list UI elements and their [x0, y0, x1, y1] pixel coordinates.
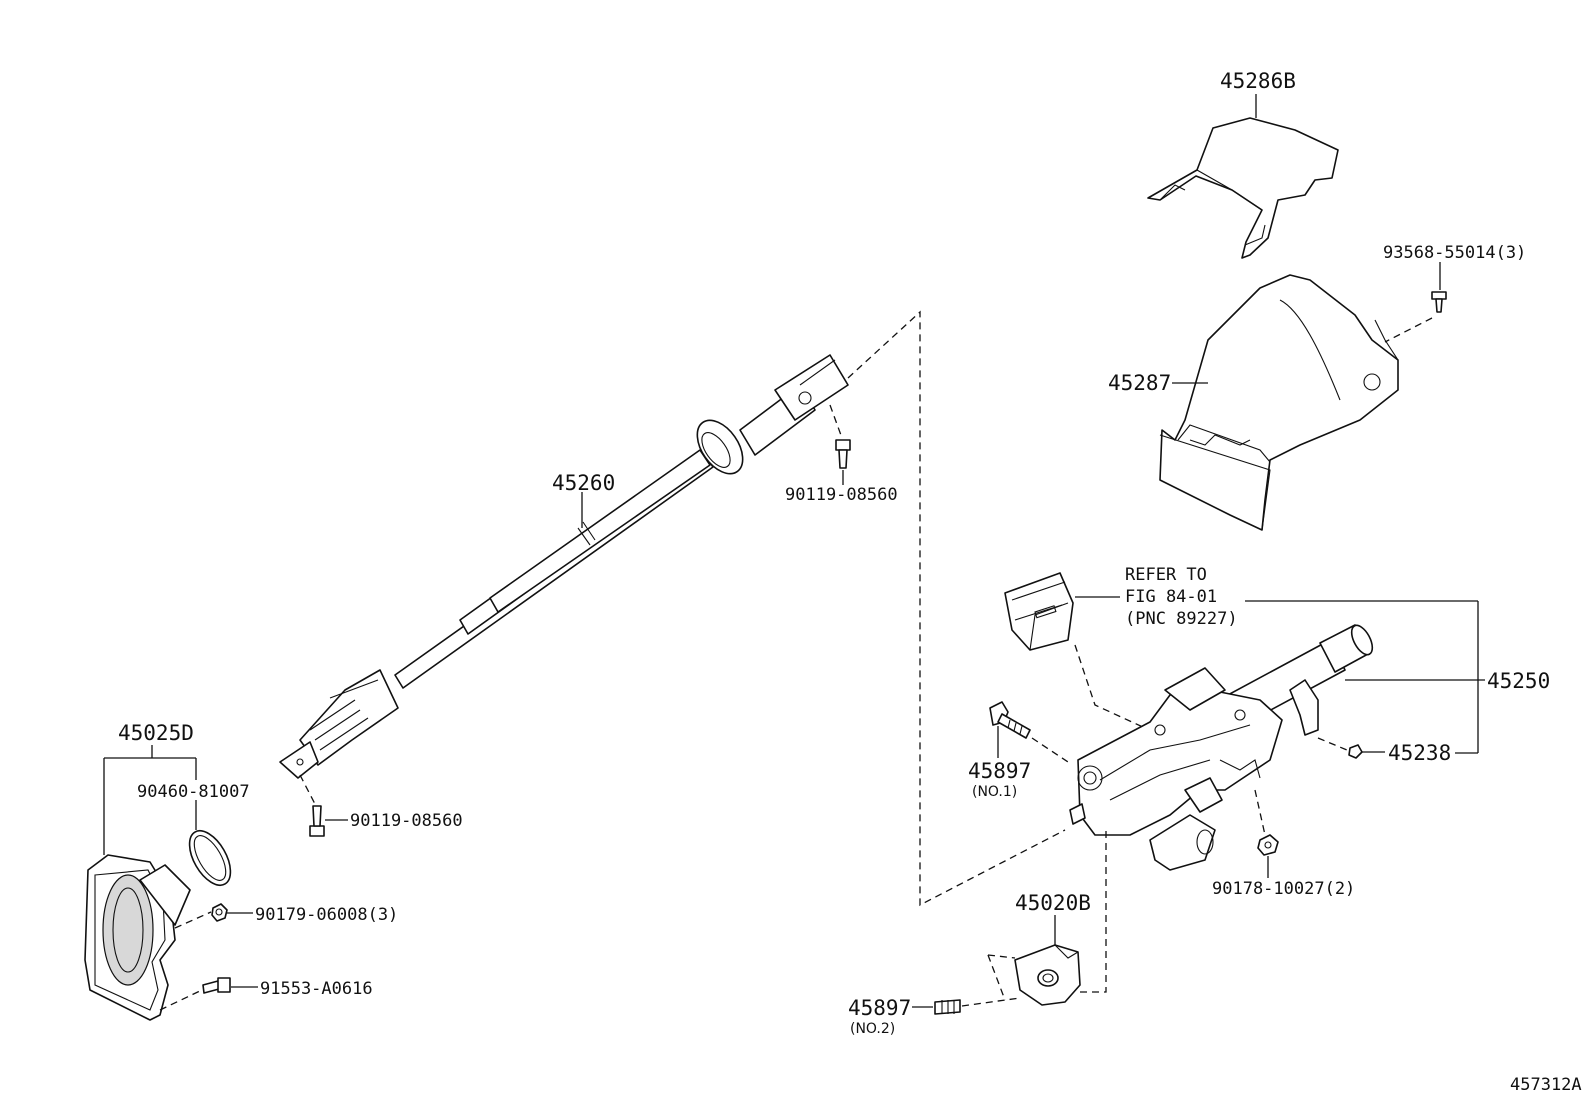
label-45260: 45260 [552, 471, 615, 495]
bolt-45897-no1[interactable] [989, 701, 1031, 739]
label-90179-06008: 90179-06008(3) [255, 905, 398, 925]
combination-switch-module[interactable] [1004, 572, 1074, 651]
label-45897-no2: 45897 [848, 996, 911, 1020]
label-90460-81007: 90460-81007 [137, 782, 250, 802]
label-45897-no1-sub: (NO.1) [972, 784, 1017, 800]
lower-column-cover[interactable] [1159, 274, 1399, 531]
label-45025D: 45025D [118, 721, 194, 745]
steering-column-assy[interactable] [1069, 622, 1377, 871]
figure-id: 457312A [1510, 1075, 1582, 1095]
label-91553-A0616: 91553-A0616 [260, 979, 373, 999]
label-90119-08560-lower: 90119-08560 [350, 811, 463, 831]
nut-90178[interactable] [1257, 834, 1279, 856]
refer-line-3: (PNC 89227) [1125, 609, 1238, 629]
label-90119-08560-upper: 90119-08560 [785, 485, 898, 505]
upper-column-cover[interactable] [1147, 117, 1339, 259]
screw-93568[interactable] [1431, 291, 1447, 313]
bolt-90119-upper[interactable] [835, 439, 851, 469]
screw-45238[interactable] [1348, 744, 1363, 759]
intermediate-shaft[interactable] [279, 354, 849, 779]
label-45287: 45287 [1108, 371, 1171, 395]
label-90178-10027: 90178-10027(2) [1212, 879, 1355, 899]
bolt-90119-lower[interactable] [309, 805, 325, 837]
label-93568-55014: 93568-55014(3) [1383, 243, 1526, 263]
dash-cover-seal[interactable] [84, 854, 191, 1021]
label-45020B: 45020B [1015, 891, 1091, 915]
label-45250: 45250 [1487, 669, 1550, 693]
label-45238: 45238 [1388, 741, 1451, 765]
bolt-91553[interactable] [202, 977, 231, 994]
bolt-45897-no2[interactable] [934, 999, 961, 1015]
steering-lock-assy[interactable] [1014, 944, 1081, 1006]
label-45286B: 45286B [1220, 69, 1296, 93]
refer-line-1: REFER TO [1125, 565, 1207, 585]
label-45897-no2-sub: (NO.2) [850, 1021, 895, 1037]
label-45897-no1: 45897 [968, 759, 1031, 783]
clamp-ring-90460[interactable] [181, 824, 239, 892]
nut-90179[interactable] [211, 903, 228, 922]
refer-line-2: FIG 84-01 [1125, 587, 1217, 607]
